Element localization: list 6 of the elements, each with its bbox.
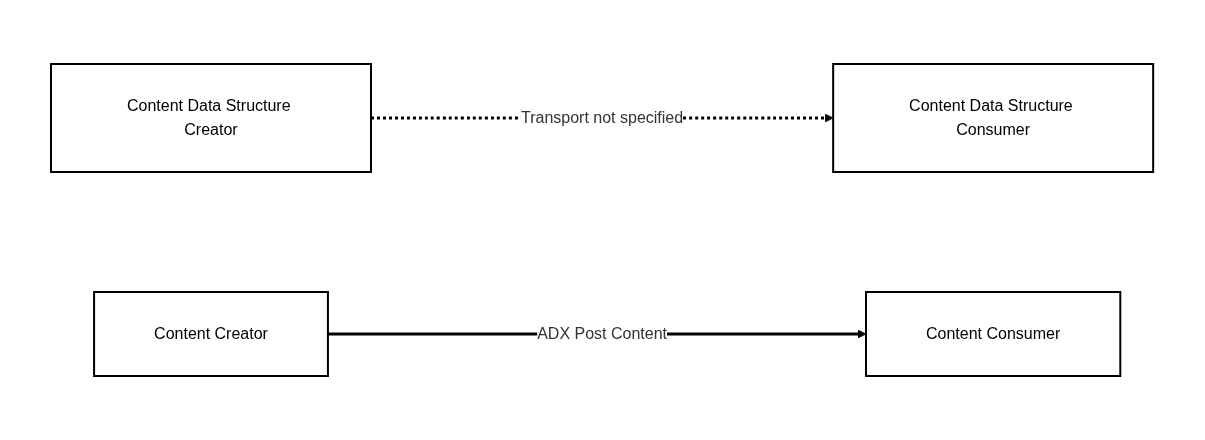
- node-box: Content Data Structure Consumer: [832, 63, 1155, 173]
- node-box: Content Creator: [93, 291, 330, 377]
- edge-label: ADX Post Content: [537, 325, 668, 342]
- edge-label: Transport not specified: [521, 109, 684, 126]
- node-box: Content Consumer: [865, 291, 1122, 377]
- node-box: Content Data Structure Creator: [50, 63, 373, 173]
